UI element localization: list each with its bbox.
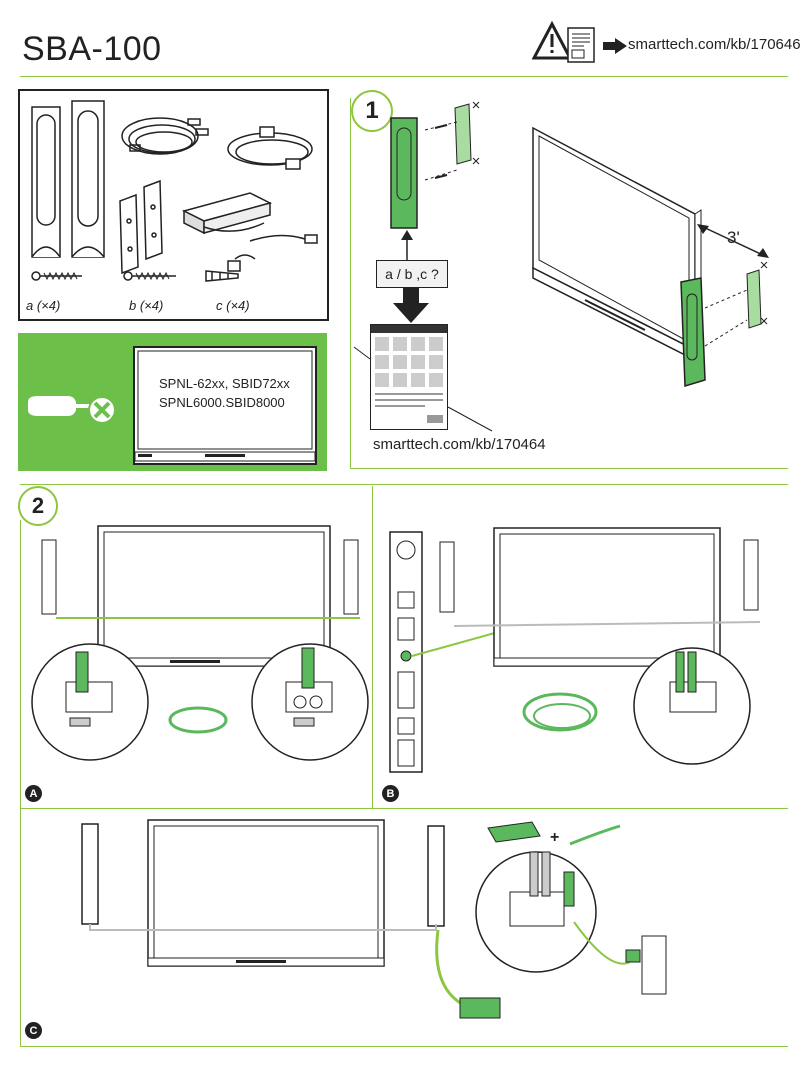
svg-text:+: + — [550, 829, 559, 846]
divider — [20, 76, 788, 77]
divider — [372, 486, 373, 808]
pointer-line — [446, 405, 496, 435]
kb-link-top[interactable]: smarttech.com/kb/170646 — [628, 36, 801, 53]
screwdriver-not-required-icon — [24, 392, 120, 428]
sub-step-b-badge: B — [382, 785, 399, 802]
speaker-mount-illustration — [385, 100, 495, 230]
connection-b-illustration — [380, 522, 790, 792]
divider — [350, 468, 788, 469]
step-2-number: 2 — [31, 493, 45, 518]
sub-step-b-label: B — [386, 787, 395, 800]
arrow-down-icon — [393, 287, 429, 323]
warning-manual-icon — [532, 20, 602, 70]
display-with-speaker-illustration — [525, 118, 785, 398]
sub-step-a-badge: A — [25, 785, 42, 802]
connection-a-illustration — [30, 522, 370, 792]
divider — [20, 484, 788, 485]
display-illustration — [133, 346, 317, 465]
page-title: SBA-100 — [22, 30, 162, 68]
kb-link-step1[interactable]: smarttech.com/kb/170464 — [373, 436, 546, 453]
step-1-badge: 1 — [351, 90, 393, 132]
question-box: a / b ,c ? — [376, 260, 448, 288]
models-line-2: SPNL6000.SBID8000 — [159, 395, 285, 410]
divider — [20, 808, 788, 809]
parts-box — [18, 89, 329, 321]
sub-step-c-badge: C — [25, 1022, 42, 1039]
divider — [20, 808, 21, 1046]
arrow-right-icon — [603, 38, 627, 54]
step-1-number: 1 — [365, 97, 379, 124]
part-label-c: c (×4) — [216, 298, 250, 313]
models-line-1: SPNL-62xx, SBID72xx — [159, 376, 290, 391]
distance-label: 3' — [727, 228, 740, 247]
divider — [20, 520, 21, 808]
question-text: a / b ,c ? — [385, 266, 439, 282]
step-2-badge: 2 — [18, 486, 58, 526]
part-label-b: b (×4) — [129, 298, 164, 313]
connection-c-illustration: + — [30, 812, 680, 1037]
divider — [20, 1046, 788, 1047]
divider — [350, 98, 351, 468]
parts-illustration — [31, 100, 318, 282]
part-label-a: a (×4) — [26, 298, 61, 313]
arrow-up-icon — [400, 230, 414, 260]
sub-step-a-label: A — [29, 787, 38, 800]
guide-document-thumbnail — [370, 324, 448, 430]
sub-step-c-label: C — [29, 1024, 38, 1037]
pointer-line — [352, 345, 372, 365]
